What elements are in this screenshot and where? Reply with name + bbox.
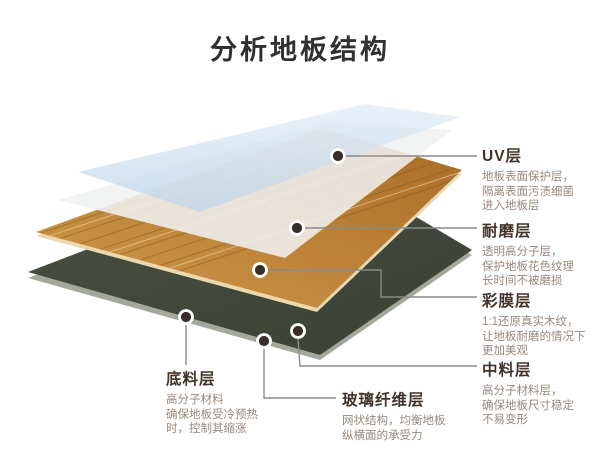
callout-title-color-film: 彩膜层 (482, 293, 532, 310)
callout-dot-wear (289, 220, 305, 236)
callout-desc-wear: 透明高分子层， 保护地板花色纹理 长时间不被磨损 (482, 246, 574, 287)
callout-dot-color-film (252, 262, 268, 278)
callout-desc-uv: 地板表面保护层， 隔离表面污渍细菌 进入地板层 (482, 171, 574, 212)
callout-desc-glass-fiber: 网状结构，均衡地板 纵横面的承受力 (342, 415, 446, 442)
callout-desc-middle-material: 高分子材料层， 确保地板尺寸稳定 不易变形 (482, 385, 574, 426)
callout-title-base-material: 底料层 (166, 371, 216, 388)
callout-glass-fiber-layer: 玻璃纤维层 网状结构，均衡地板 纵横面的承受力 (342, 388, 446, 443)
callout-dot-base-material (178, 309, 194, 325)
callout-base-material-layer: 底料层 高分子材料 确保地板受冷预热 时，控制其缩涨 (166, 367, 258, 437)
callout-line-color-film (268, 269, 477, 298)
callout-color-film-layer: 彩膜层 1:1还原真实木纹， 让地板耐磨的情况下 更加美观 (482, 289, 586, 359)
callout-dot-glass-fiber (256, 333, 272, 349)
callout-line-middle-material (297, 338, 477, 367)
callout-line-glass-fiber (263, 349, 336, 399)
callout-title-middle-material: 中料层 (482, 362, 532, 379)
callout-title-glass-fiber: 玻璃纤维层 (342, 392, 425, 409)
page-title: 分析地板结构 (210, 35, 390, 65)
callout-uv-layer: UV层 地板表面保护层， 隔离表面污渍细菌 进入地板层 (482, 144, 574, 214)
callout-middle-material-layer: 中料层 高分子材料层， 确保地板尺寸稳定 不易变形 (482, 358, 574, 428)
callout-desc-color-film: 1:1还原真实木纹， 让地板耐磨的情况下 更加美观 (482, 316, 586, 357)
uv-sheet (78, 104, 460, 212)
callout-wear-layer: 耐磨层 透明高分子层， 保护地板花色纹理 长时间不被磨损 (482, 219, 574, 289)
callout-desc-base-material: 高分子材料 确保地板受冷预热 时，控制其缩涨 (166, 394, 258, 435)
callout-dot-uv (330, 148, 346, 164)
callout-title-wear: 耐磨层 (482, 223, 532, 240)
callout-title-uv: UV层 (482, 148, 523, 165)
callout-dot-middle-material (290, 323, 306, 339)
